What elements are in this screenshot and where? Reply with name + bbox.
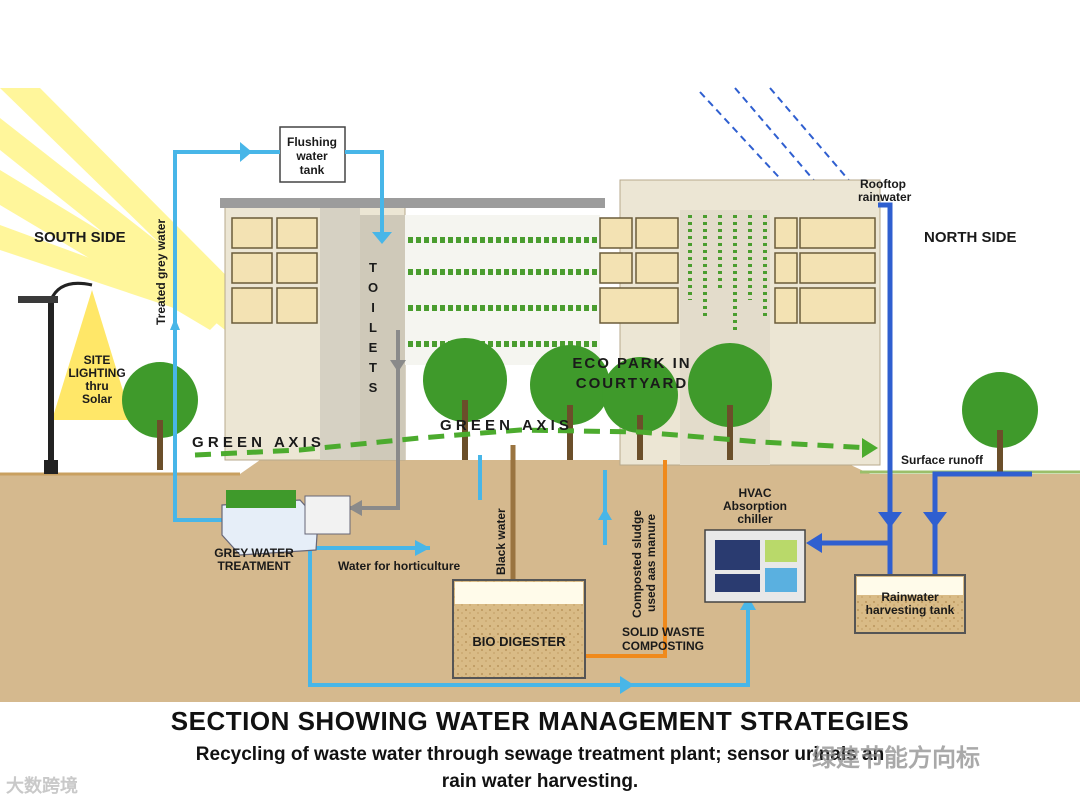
street-lamp [18,281,132,474]
label-green-axis-right: G R E E N A X I S [440,417,569,434]
caption-line-1: Recycling of waste water through sewage … [195,744,885,765]
label-surface-runoff: Surface runoff [901,453,984,467]
label-flushing-2: water [295,149,328,163]
caption-line-2: rain water harvesting. [441,771,639,792]
label-flushing-3: tank [300,163,325,177]
label-grey-water-treatment-2: TREATMENT [217,559,291,573]
label-hvac-3: chiller [737,512,773,526]
svg-text:T: T [369,260,377,275]
label-eco-park-1: ECO PARK IN [572,355,691,372]
svg-text:L: L [369,320,377,335]
watermark-right: 绿建节能方向标 [812,745,980,772]
caption-title: SECTION SHOWING WATER MANAGEMENT STRATEG… [170,706,910,736]
svg-text:I: I [371,300,375,315]
label-black-water: Black water [494,508,508,575]
label-green-axis-left: G R E E N A X I S [192,434,321,451]
label-treated-grey-water: Treated grey water [154,219,168,325]
trees [122,338,1038,472]
label-rainwater-tank-2: harvesting tank [866,603,955,617]
label-south-side: SOUTH SIDE [34,229,126,246]
caption-subtitle: Recycling of waste water through sewage … [40,741,1040,795]
svg-text:O: O [368,280,378,295]
label-bio-digester: BIO DIGESTER [472,634,566,649]
rainwater-harvesting-tank [854,574,966,634]
label-solid-waste-1: SOLID WASTE [622,625,705,639]
building-center-green-walls [405,215,600,365]
green-axis-line [194,427,871,458]
label-hvac-2: Absorption [723,499,787,513]
svg-text:S: S [369,380,378,395]
label-site-lighting-1: SITE [84,353,111,367]
toilet-drain-pipe [350,330,400,510]
hvac-chiller [704,529,806,603]
label-rainwater-tank-1: Rainwater [881,590,939,604]
label-composted-sludge-1: Composted sludge [630,510,644,618]
compost-pipe [585,460,667,658]
grey-water-treatment-unit [221,490,351,556]
flushing-water-tank [279,126,346,183]
label-toilets: T O I L E T S [368,260,378,395]
label-solid-waste-2: COMPOSTING [622,639,704,653]
label-flushing-1: Flushing [287,135,337,149]
label-site-lighting-3: thru [85,379,108,393]
label-hvac-1: HVAC [738,486,771,500]
label-rooftop-2: rainwater [858,190,912,204]
label-site-lighting-2: LIGHTING [68,366,125,380]
label-grey-water-treatment-1: GREY WATER [214,546,294,560]
svg-text:E: E [369,340,378,355]
label-water-horticulture: Water for horticulture [338,559,461,573]
svg-text:T: T [369,360,377,375]
label-eco-park-2: COURTYARD [576,375,688,392]
label-site-lighting-4: Solar [82,392,112,406]
rainwater-pipes [810,202,1032,575]
diagram-labels: SOUTH SIDE NORTH SIDE Flushing water tan… [34,135,1017,653]
bio-digester [452,579,586,679]
label-composted-sludge-2: used aas manure [644,514,658,612]
watermark-left: 大数跨境 [6,776,78,796]
label-north-side: NORTH SIDE [924,229,1017,246]
label-rooftop-1: Rooftop [860,177,906,191]
building-left [220,198,605,461]
